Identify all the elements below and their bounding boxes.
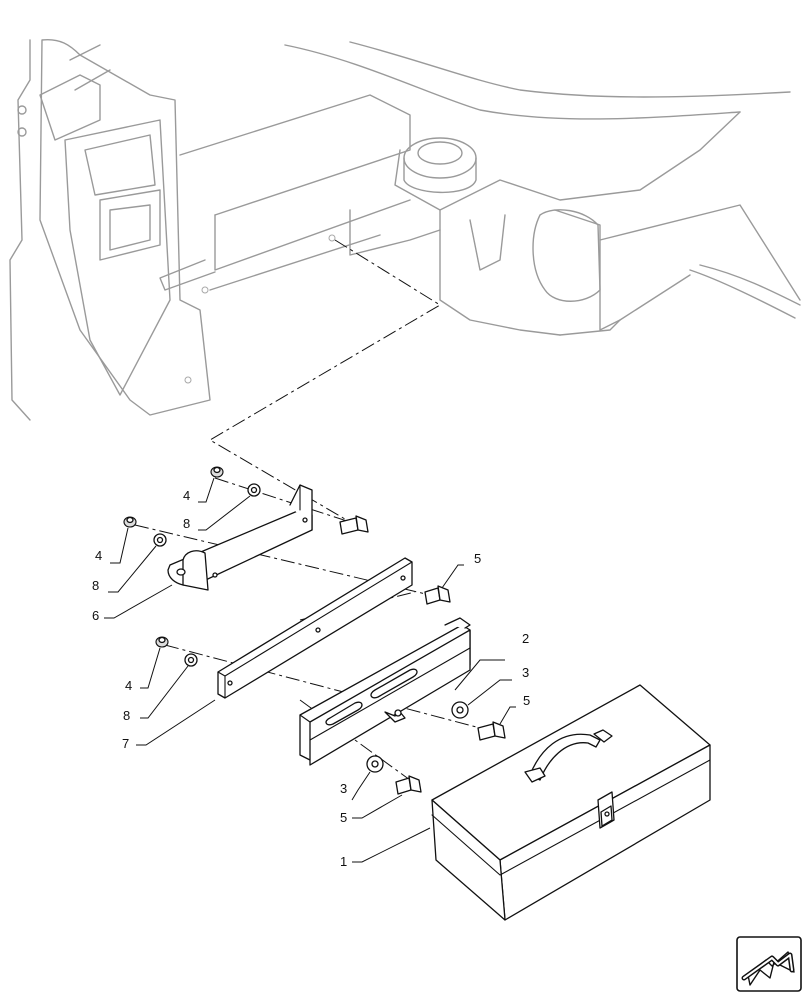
nut-4-middle — [123, 516, 137, 528]
bolt-5-top — [339, 515, 369, 535]
callout-3-upper: 3 — [522, 665, 529, 680]
callout-6: 6 — [92, 608, 99, 623]
bolt-5-middle — [424, 585, 451, 605]
toolbox-part-1 — [431, 684, 711, 921]
callout-5-upper: 5 — [474, 551, 481, 566]
callout-8-top: 8 — [183, 516, 190, 531]
callout-5-right: 5 — [523, 693, 530, 708]
next-page-arrow-icon[interactable] — [736, 936, 802, 992]
washer-8-top — [247, 483, 261, 497]
bracket-part-6 — [167, 484, 313, 591]
callout-4-middle: 4 — [95, 548, 102, 563]
washer-8-middle — [153, 533, 167, 547]
washer-8-bottom — [184, 653, 198, 667]
callout-5-lower: 5 — [340, 810, 347, 825]
plate-part-7 — [217, 557, 413, 699]
callout-2: 2 — [522, 631, 529, 646]
bolt-5-lower — [395, 775, 422, 795]
fasteners — [123, 466, 506, 795]
callout-7: 7 — [122, 736, 129, 751]
bolt-5-right — [477, 721, 506, 741]
machine-frame — [9, 38, 801, 421]
washer-3-upper — [451, 701, 469, 719]
callout-3-lower: 3 — [340, 781, 347, 796]
callout-1: 1 — [340, 854, 347, 869]
nut-4-top — [210, 466, 224, 478]
tray-part-2 — [299, 617, 471, 766]
callout-4-top: 4 — [183, 488, 190, 503]
callout-4-bottom: 4 — [125, 678, 132, 693]
callout-labels: 1 2 3 3 4 4 4 5 5 5 6 7 8 — [92, 477, 530, 869]
nut-4-bottom — [155, 636, 169, 648]
callout-8-middle: 8 — [92, 578, 99, 593]
callout-8-bottom: 8 — [123, 708, 130, 723]
washer-3-lower — [366, 755, 384, 773]
